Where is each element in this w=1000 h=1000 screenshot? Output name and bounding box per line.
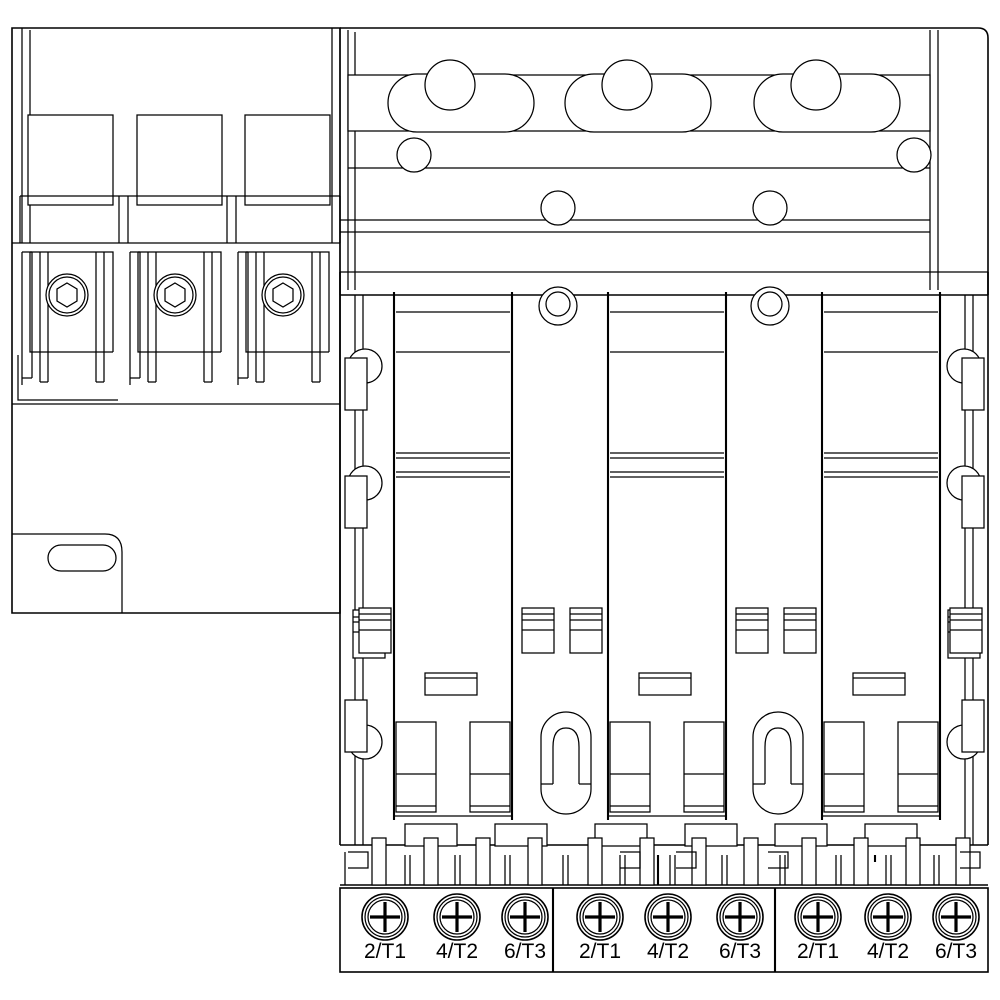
pole-section [339,272,989,845]
slot-hole [424,59,476,111]
mounting-foot [12,533,123,613]
pole-column-2 [606,292,728,820]
keyhole-2 [752,711,804,815]
pole-column-1 [392,292,514,820]
rail-circle [396,137,432,173]
terminal-2-T1[interactable]: 2/T1 [794,893,842,963]
terminal-6-T3[interactable]: 6/T3 [932,893,980,963]
lug-3 [237,251,330,385]
terminal-6-T3[interactable]: 6/T3 [716,893,764,963]
terminal-label: 4/T2 [867,940,909,963]
divider-boss-2 [750,286,790,326]
terminal-6-T3[interactable]: 6/T3 [501,893,549,963]
rail-circle [540,190,576,226]
terminal-4-T2[interactable]: 4/T2 [644,893,692,963]
comb-fingers [371,837,971,886]
terminal-strip: 2/T1 4/T2 6/T3 [339,887,989,973]
top-busbar-cover [339,27,989,296]
side-tab-right-2 [946,465,985,529]
terminal-label: 6/T3 [719,940,761,963]
rail-circle [752,190,788,226]
pole-column-3 [820,292,942,820]
lug-2 [129,251,222,385]
terminal-group-2: 2/T1 4/T2 6/T3 [576,893,764,963]
terminal-label: 6/T3 [504,940,546,963]
pole-label-plate [424,672,478,696]
side-tab-right-3 [946,699,985,760]
terminal-label: 2/T1 [579,940,621,963]
terminal-label: 4/T2 [647,940,689,963]
terminal-4-T2[interactable]: 4/T2 [864,893,912,963]
keyhole-1 [540,711,592,815]
terminal-label: 2/T1 [364,940,406,963]
lug-1 [17,251,118,401]
slot-hole [601,59,653,111]
left-terminal-block [11,27,341,614]
oval-mounting-slot [47,544,117,572]
side-tab-left-1 [344,348,383,411]
terminal-label: 4/T2 [436,940,478,963]
terminal-group-1: 2/T1 4/T2 6/T3 [361,893,549,963]
terminal-label: 2/T1 [797,940,839,963]
slot-hole [790,59,842,111]
terminal-2-T1[interactable]: 2/T1 [576,893,624,963]
terminal-group-3: 2/T1 4/T2 6/T3 [794,893,980,963]
terminal-4-T2[interactable]: 4/T2 [433,893,481,963]
side-tab-left-3 [344,699,383,760]
divider-slot-group-2 [521,607,603,654]
comb-slots [404,855,940,885]
divider-slot-group-4 [949,607,983,654]
rail-circle [896,137,932,173]
side-tab-left-2 [344,465,383,529]
bottom-comb-shroud [340,823,988,886]
slot-group-2 [564,59,712,133]
slot-group-3 [753,59,901,133]
divider-slot-group-1 [358,607,392,654]
pole-label-plate [852,672,906,696]
side-tab-right-1 [946,348,985,411]
terminal-label: 6/T3 [935,940,977,963]
pole-label-plate [638,672,692,696]
divider-boss-1 [538,286,578,326]
terminal-2-T1[interactable]: 2/T1 [361,893,409,963]
divider-slot-group-3 [735,607,817,654]
slot-group-1 [387,59,535,133]
